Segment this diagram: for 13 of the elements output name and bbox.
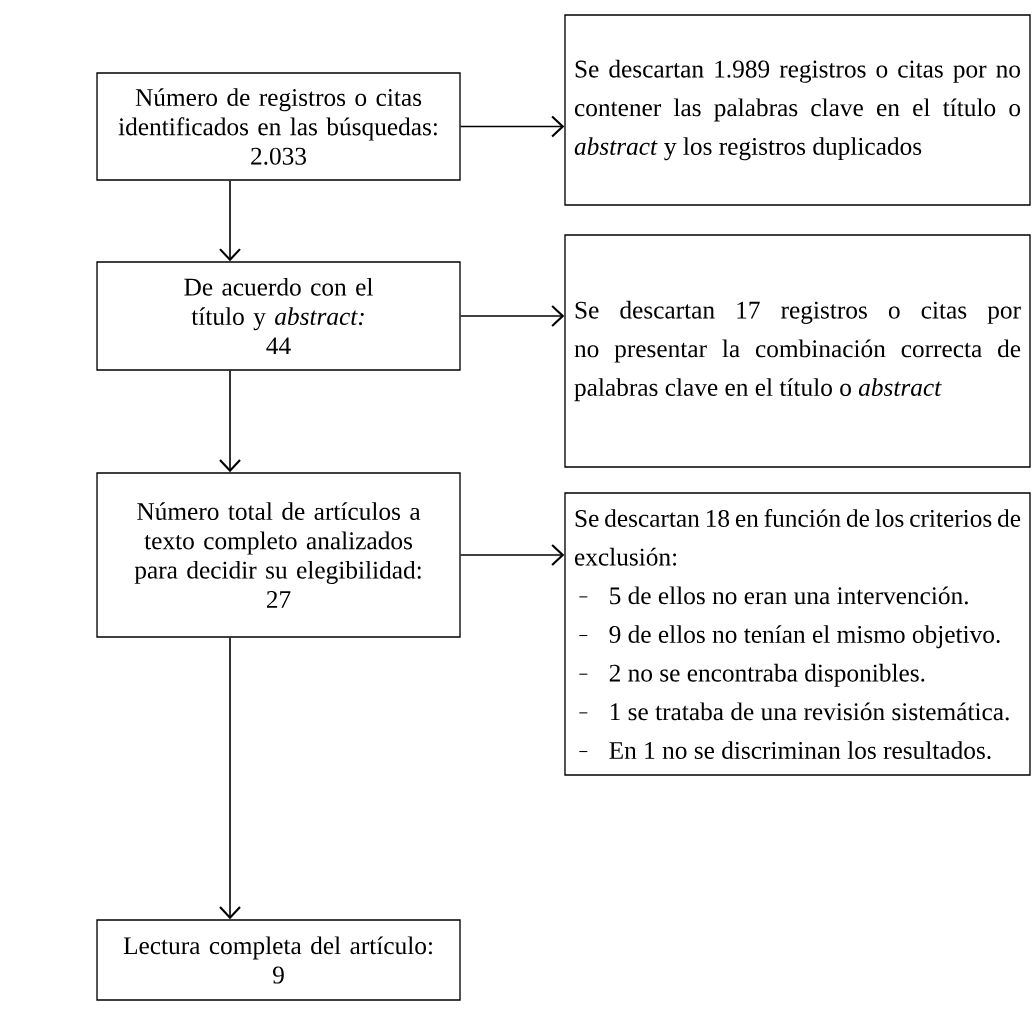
process-box: Se descartan 18 en función de los criterios de exclusión: 5 de ellos no eran una intervención. 9 de ellos no tenían el mismo objetivo. 2 no se encontraba disponibles. 1 se trataba de una revisión sistemática. En 1 no se discriminan los resultados.: [564, 492, 1031, 776]
arrow: [219, 636, 241, 920]
process-box: Se descartan 1.989 registros o citas por no contener las palabras clave en el título o abstract y los registros duplicados: [564, 14, 1031, 206]
process-box: Número de registros o citas identificados en las búsquedas: 2.033: [96, 72, 461, 181]
process-box: Número total de artículos a texto completo analizados para decidir su elegibilidad: 27: [96, 472, 461, 638]
process-box: De acuerdo con el título y abstract: 44: [96, 261, 461, 371]
arrow: [459, 115, 565, 138]
process-box: Se descartan 17 registros o citas por no presentar la combinación correcta de palabras clave en el título o abstract: [564, 234, 1031, 468]
arrow: [459, 305, 565, 327]
arrow: [459, 544, 565, 566]
process-box: Lectura completa del artículo: 9: [96, 919, 461, 1001]
arrow: [219, 369, 241, 473]
arrow: [219, 179, 241, 262]
